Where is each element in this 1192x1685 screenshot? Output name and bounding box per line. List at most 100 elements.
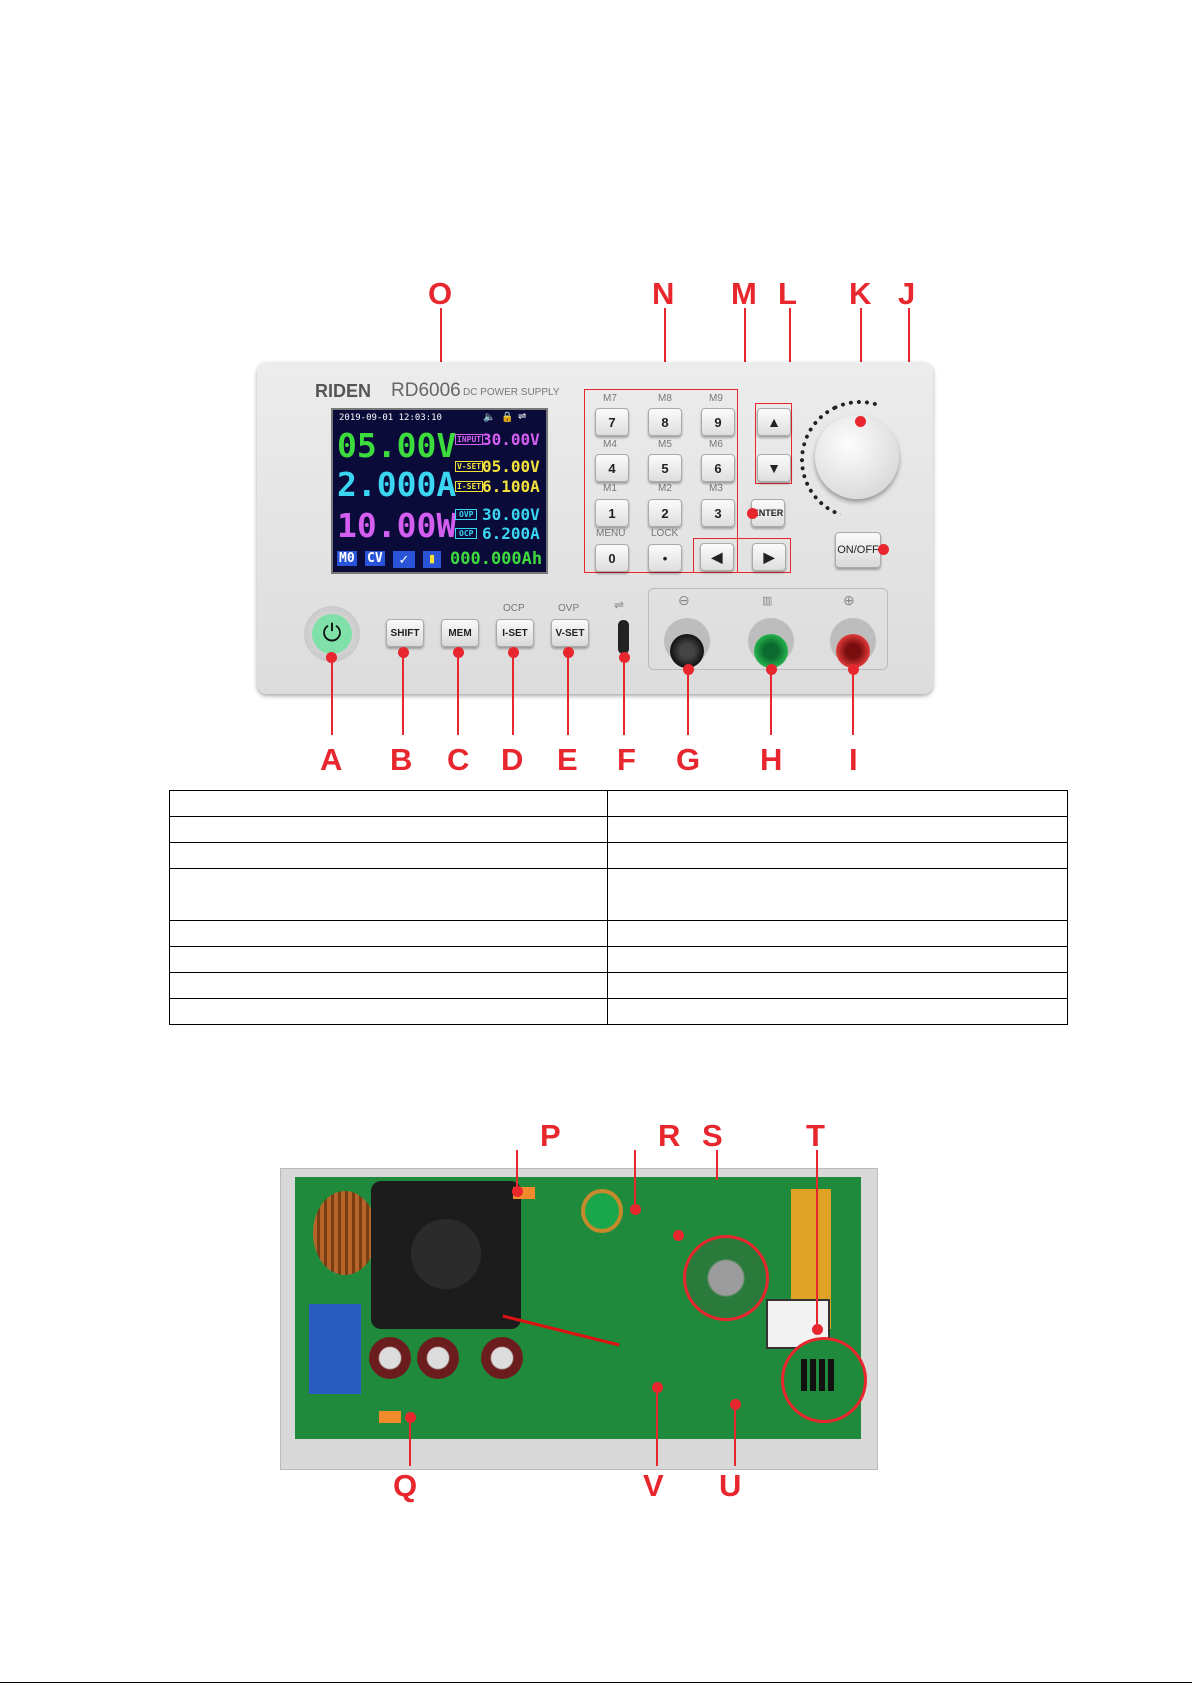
- mem-button[interactable]: MEM: [441, 619, 479, 647]
- key-label-m8: M8: [658, 393, 672, 404]
- vset-button[interactable]: V-SET: [551, 619, 589, 647]
- table-cell: [607, 816, 1068, 843]
- check-icon: ✓: [393, 551, 415, 568]
- key-7[interactable]: 7: [595, 408, 629, 436]
- screen-ovp-value: 30.00V: [482, 505, 540, 524]
- callout-u: U: [719, 1468, 742, 1503]
- lr-arrow-highlight: [693, 538, 791, 573]
- key-label-m2: M2: [658, 483, 672, 494]
- key-8[interactable]: 8: [648, 408, 682, 436]
- lock-icon: 🔒: [501, 412, 514, 423]
- brand-label: RIDEN: [315, 381, 372, 401]
- callout-s: S: [702, 1118, 723, 1153]
- screen-mode1: M0: [337, 551, 357, 566]
- key-4[interactable]: 4: [595, 454, 629, 482]
- key-label-m5: M5: [658, 439, 672, 450]
- callout-r: R: [658, 1118, 681, 1153]
- arrow-right-button[interactable]: ▶: [752, 543, 786, 571]
- battery-charge-icon: ▥: [762, 595, 773, 607]
- key-1[interactable]: 1: [595, 499, 629, 527]
- key-label-menu: MENU: [596, 528, 626, 539]
- key-label-m3: M3: [709, 483, 723, 494]
- table-cell: [169, 946, 608, 973]
- pin-header: [801, 1359, 837, 1391]
- screen-current: 2.000A: [337, 465, 457, 504]
- table-cell: [169, 972, 608, 999]
- table-row: [169, 816, 1068, 843]
- table-row: [169, 998, 1068, 1025]
- battery-icon: ▮: [423, 551, 441, 568]
- arrow-down-button[interactable]: ▼: [757, 454, 791, 482]
- key-label-m4: M4: [603, 439, 617, 450]
- key-9[interactable]: 9: [701, 408, 735, 436]
- iset-button[interactable]: I-SET: [496, 619, 534, 647]
- table-cell: [169, 868, 608, 921]
- key-label-lock: LOCK: [651, 528, 679, 539]
- key-label-m7: M7: [603, 393, 617, 404]
- key-6[interactable]: 6: [701, 454, 735, 482]
- screen-voltage: 05.00V: [337, 426, 457, 465]
- callout-p: P: [540, 1118, 561, 1153]
- screen-capacity: 000.000Ah: [450, 549, 543, 569]
- screen-power: 10.00W: [337, 506, 457, 545]
- minus-symbol: ⊖: [678, 592, 690, 608]
- shift-button[interactable]: SHIFT: [386, 619, 424, 647]
- key-dot[interactable]: •: [648, 544, 682, 572]
- ocp-label: OCP: [503, 603, 525, 614]
- negative-terminal[interactable]: [670, 634, 704, 668]
- power-icon: ⏻: [312, 614, 352, 654]
- callout-i: I: [849, 742, 858, 777]
- charging-terminal[interactable]: [754, 634, 788, 668]
- table-row: [169, 946, 1068, 973]
- page-bottom-rule: [0, 1682, 1192, 1683]
- key-2[interactable]: 2: [648, 499, 682, 527]
- screen-input-value: 30.00V: [482, 430, 540, 449]
- table-cell: [607, 842, 1068, 869]
- screen-ocp-value: 6.200A: [482, 524, 540, 543]
- callout-q: Q: [393, 1468, 418, 1503]
- screen-ocp-label: OCP: [455, 528, 478, 539]
- model-subtitle: DC POWER SUPPLY: [463, 387, 560, 398]
- capacitor: [481, 1337, 523, 1379]
- callout-b: B: [390, 742, 413, 777]
- toroid-inductor: [313, 1191, 377, 1275]
- usb-symbol-icon: ⇌: [614, 598, 625, 612]
- rotary-encoder-knob[interactable]: [815, 415, 899, 499]
- table-cell: [169, 998, 608, 1025]
- key-label-m1: M1: [603, 483, 617, 494]
- speaker-icon: 🔈: [483, 412, 496, 423]
- callout-e: E: [557, 742, 578, 777]
- screen-datetime: 2019-09-01 12:03:10: [339, 413, 442, 423]
- arrow-left-button[interactable]: ◀: [700, 543, 734, 571]
- table-cell: [607, 972, 1068, 999]
- key-0[interactable]: 0: [595, 544, 629, 572]
- callout-h: H: [760, 742, 783, 777]
- key-5[interactable]: 5: [648, 454, 682, 482]
- key-label-m6: M6: [709, 439, 723, 450]
- usb-port[interactable]: [618, 620, 629, 654]
- lcd-screen: 2019-09-01 12:03:10 🔈 🔒 ⇌ 05.00V 2.000A …: [331, 408, 548, 574]
- screen-mode2: CV: [365, 551, 385, 566]
- arrow-highlight: [755, 403, 792, 484]
- positive-terminal[interactable]: [836, 634, 870, 668]
- table-cell: [169, 790, 608, 817]
- model-label: RD6006: [391, 380, 461, 401]
- screen-iset-value: 6.100A: [482, 477, 540, 496]
- description-table: [169, 790, 1068, 1025]
- callout-m: M: [731, 276, 757, 311]
- fan-hub: [411, 1219, 481, 1289]
- table-cell: [607, 946, 1068, 973]
- green-inductor: [581, 1189, 623, 1233]
- onoff-button[interactable]: ON/OFF: [835, 532, 881, 568]
- key-3[interactable]: 3: [701, 499, 735, 527]
- callout-g: G: [676, 742, 701, 777]
- screen-ovp-label: OVP: [455, 509, 478, 520]
- plus-symbol: ⊕: [843, 592, 855, 608]
- table-cell: [607, 868, 1068, 921]
- table-cell: [607, 920, 1068, 947]
- coin-battery-zoom: [683, 1235, 769, 1321]
- arrow-up-button[interactable]: ▲: [757, 408, 791, 436]
- callout-l: L: [778, 276, 797, 311]
- callout-t: T: [806, 1118, 825, 1153]
- callout-n: N: [652, 276, 675, 311]
